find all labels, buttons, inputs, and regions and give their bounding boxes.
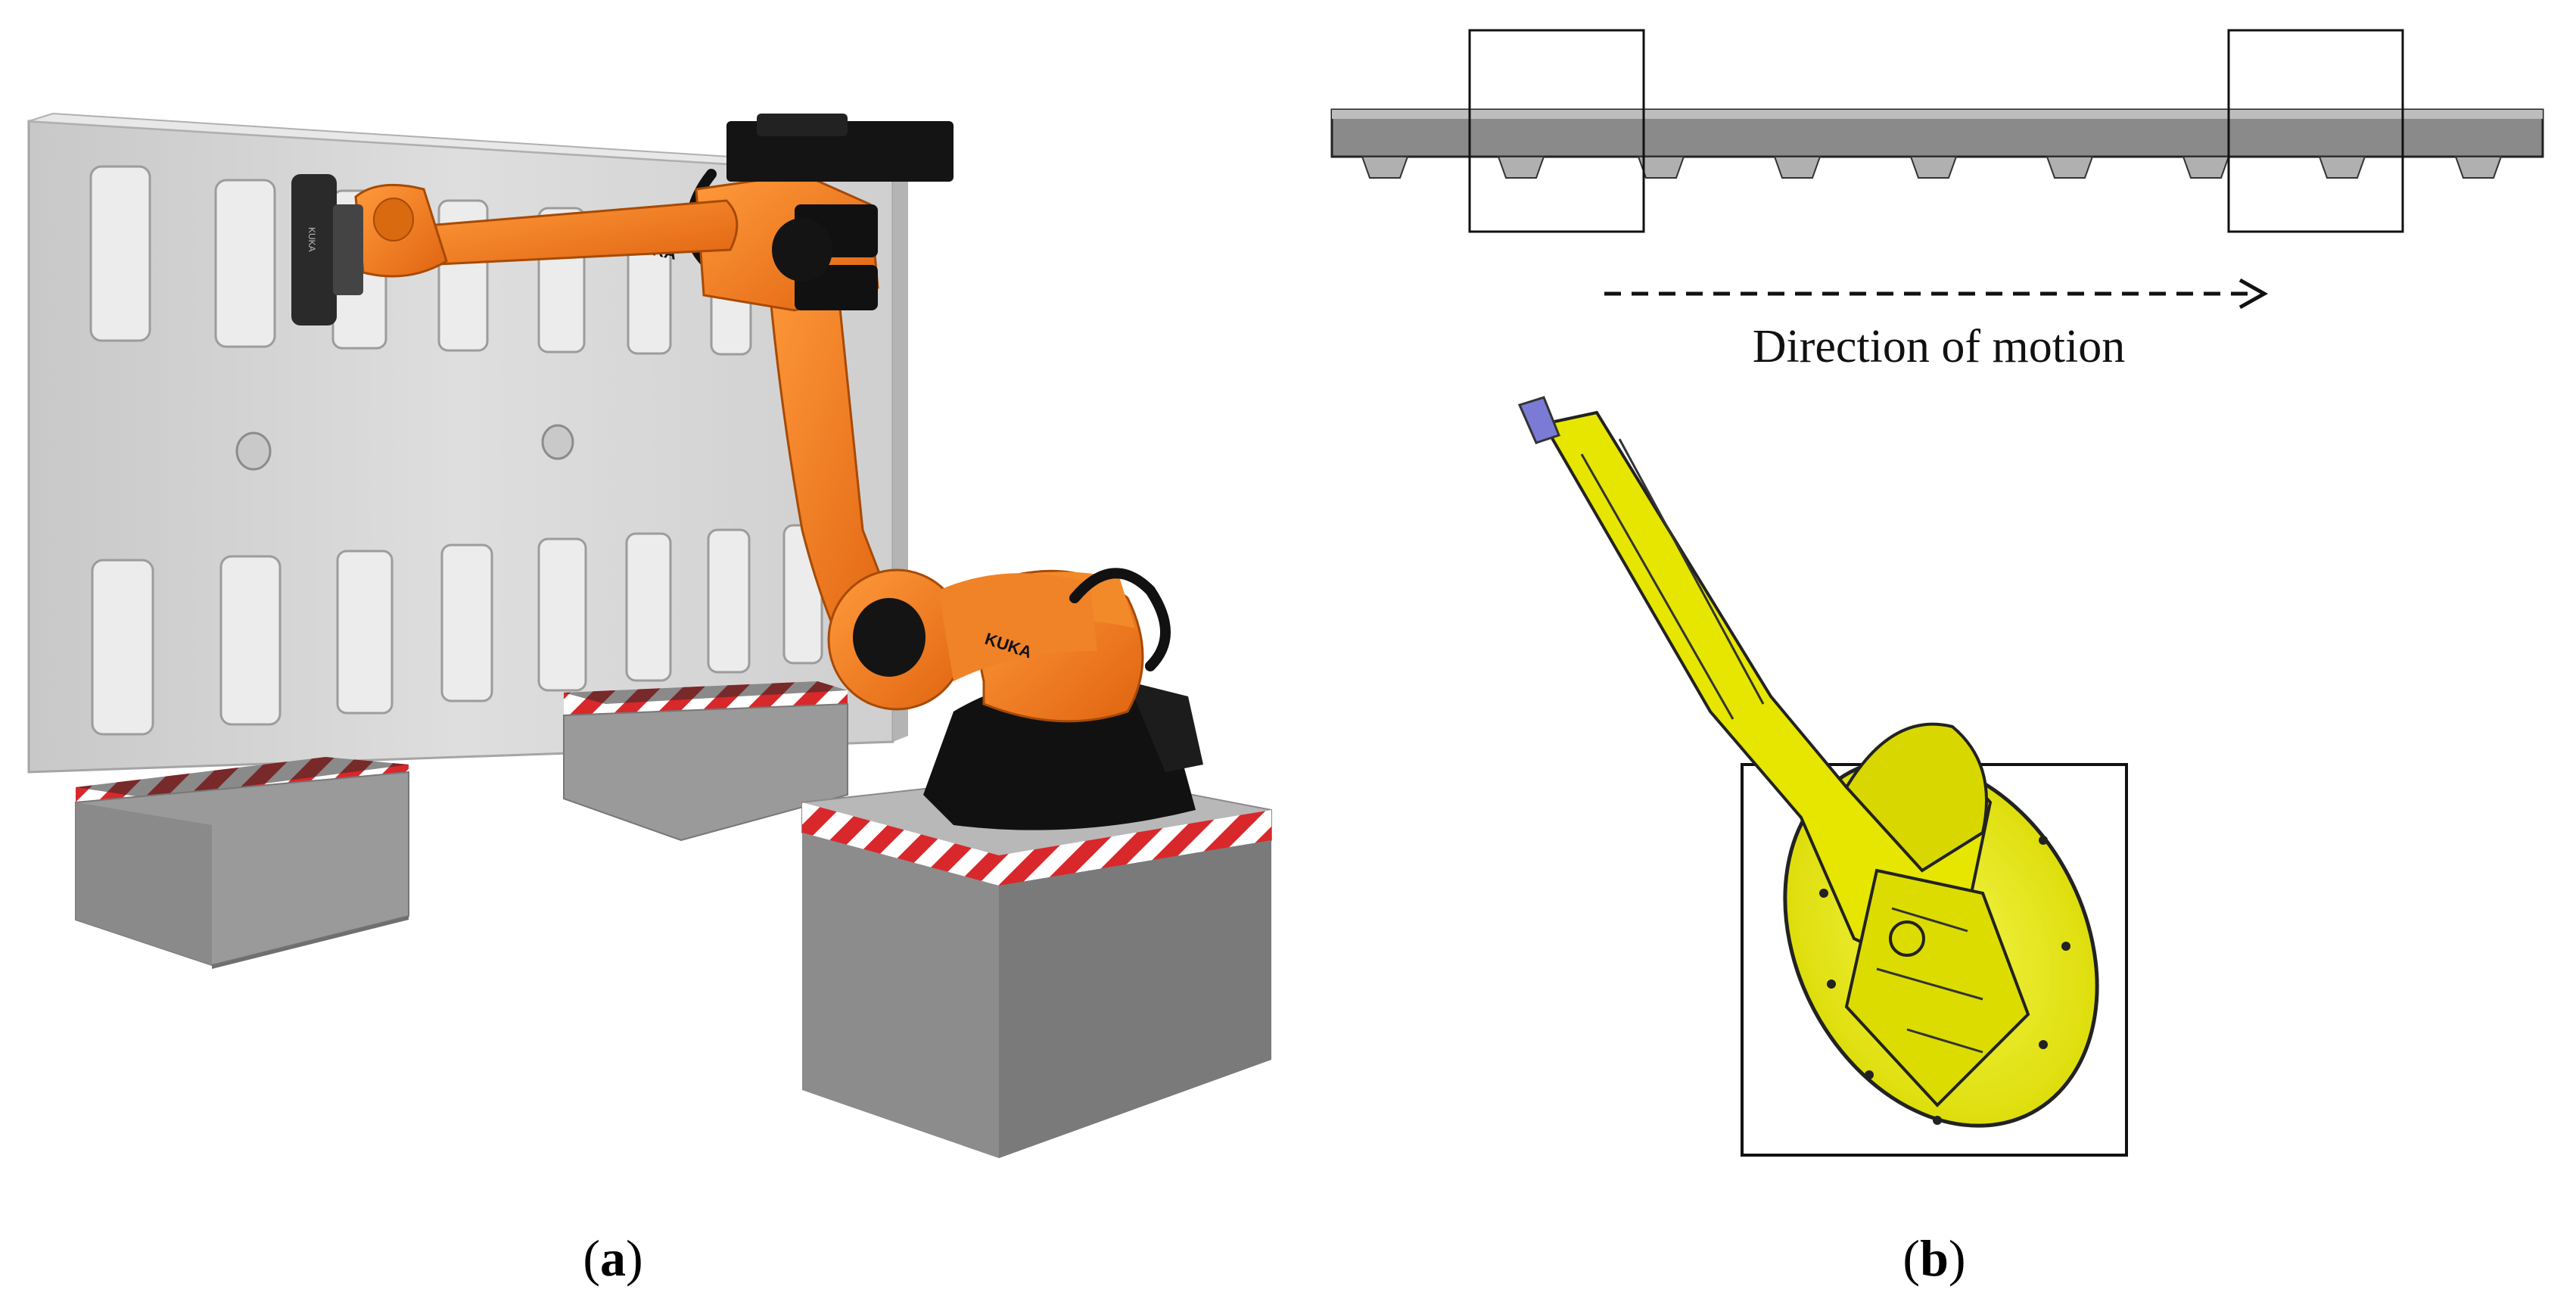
direction-label: Direction of motion (1753, 321, 2125, 372)
caption-b-label: (b) (1902, 1229, 1965, 1287)
panel-a: KUKA KUKA (27, 112, 1272, 1287)
mold-recesses-bottom (91, 524, 823, 736)
beam-lugs (1361, 156, 2503, 179)
work-window-right (2227, 29, 2404, 233)
robot-upper-arm-housing (695, 173, 879, 312)
panel-b: Direction of motion (1330, 29, 2544, 1287)
support-block-left (75, 757, 409, 969)
carrier-beam (1330, 108, 2544, 158)
robot-tool: KUKA (291, 174, 363, 325)
robot-forearm (406, 199, 739, 266)
robot-shoulder (827, 568, 1097, 711)
mold-holes (235, 424, 574, 471)
robot-logo-tool: KUKA (306, 227, 317, 252)
support-block-middle (563, 681, 848, 842)
work-window-left (1468, 29, 1645, 233)
robot-wrist (354, 183, 448, 278)
robot-top-view-tool (1517, 396, 1560, 444)
caption-a-label: (a) (583, 1229, 642, 1287)
direction-arrow (1604, 278, 2269, 310)
robot-motor-top (726, 114, 954, 182)
robot-base (923, 677, 1203, 830)
robot-top-view (1541, 410, 2099, 1128)
